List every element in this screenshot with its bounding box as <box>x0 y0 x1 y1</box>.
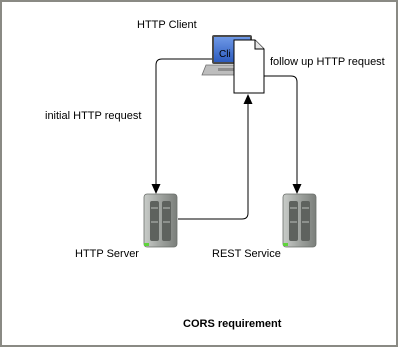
http-client-label: HTTP Client <box>137 19 197 31</box>
http-server-icon <box>143 193 178 248</box>
laptop-screen-text: Cli <box>219 49 231 60</box>
http-server-label: HTTP Server <box>75 248 139 260</box>
follow-up-request-label: follow up HTTP request <box>270 56 385 68</box>
initial-request-label: initial HTTP request <box>45 110 142 122</box>
follow-up-arrowhead <box>292 184 302 194</box>
diagram-caption: CORS requirement <box>183 318 282 330</box>
follow-up-connector <box>262 75 298 185</box>
return-connector <box>178 103 249 220</box>
rest-service-label: REST Service <box>212 248 281 260</box>
document-icon <box>233 39 265 94</box>
return-arrowhead <box>243 94 253 104</box>
initial-request-arrowhead <box>151 184 161 194</box>
initial-request-connector <box>155 58 232 185</box>
rest-service-icon <box>282 193 317 248</box>
